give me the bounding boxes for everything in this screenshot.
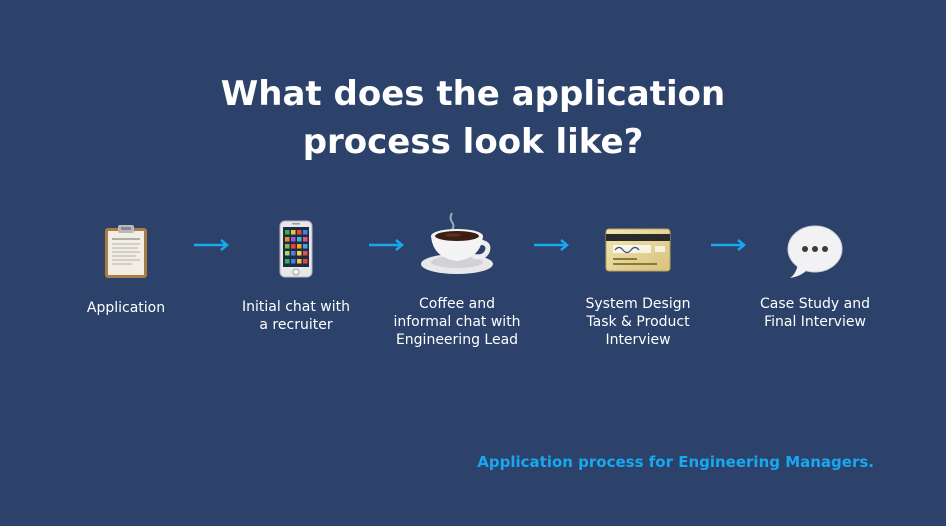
step-label: System Design Task & Product Interview [585, 296, 691, 348]
title-line-1: What does the application [220, 74, 726, 114]
credit-card-icon [605, 228, 671, 272]
step-label: Initial chat with a recruiter [242, 299, 350, 333]
arrow-icon [711, 239, 746, 251]
coffee-cup-icon [421, 212, 493, 274]
mobile-phone-icon [279, 220, 313, 278]
step-label: Coffee and informal chat with Engineerin… [393, 296, 521, 348]
title-line-2: process look like? [302, 122, 644, 162]
page-title: What does the application process look l… [0, 70, 946, 166]
arrow-icon [369, 239, 404, 251]
clipboard-icon [105, 225, 147, 278]
arrow-icon [194, 239, 229, 251]
caption: Application process for Engineering Mana… [477, 453, 874, 471]
step-label: Case Study and Final Interview [760, 296, 870, 330]
speech-bubble-icon [787, 225, 843, 278]
arrow-icon [534, 239, 569, 251]
step-label: Application [86, 300, 166, 316]
